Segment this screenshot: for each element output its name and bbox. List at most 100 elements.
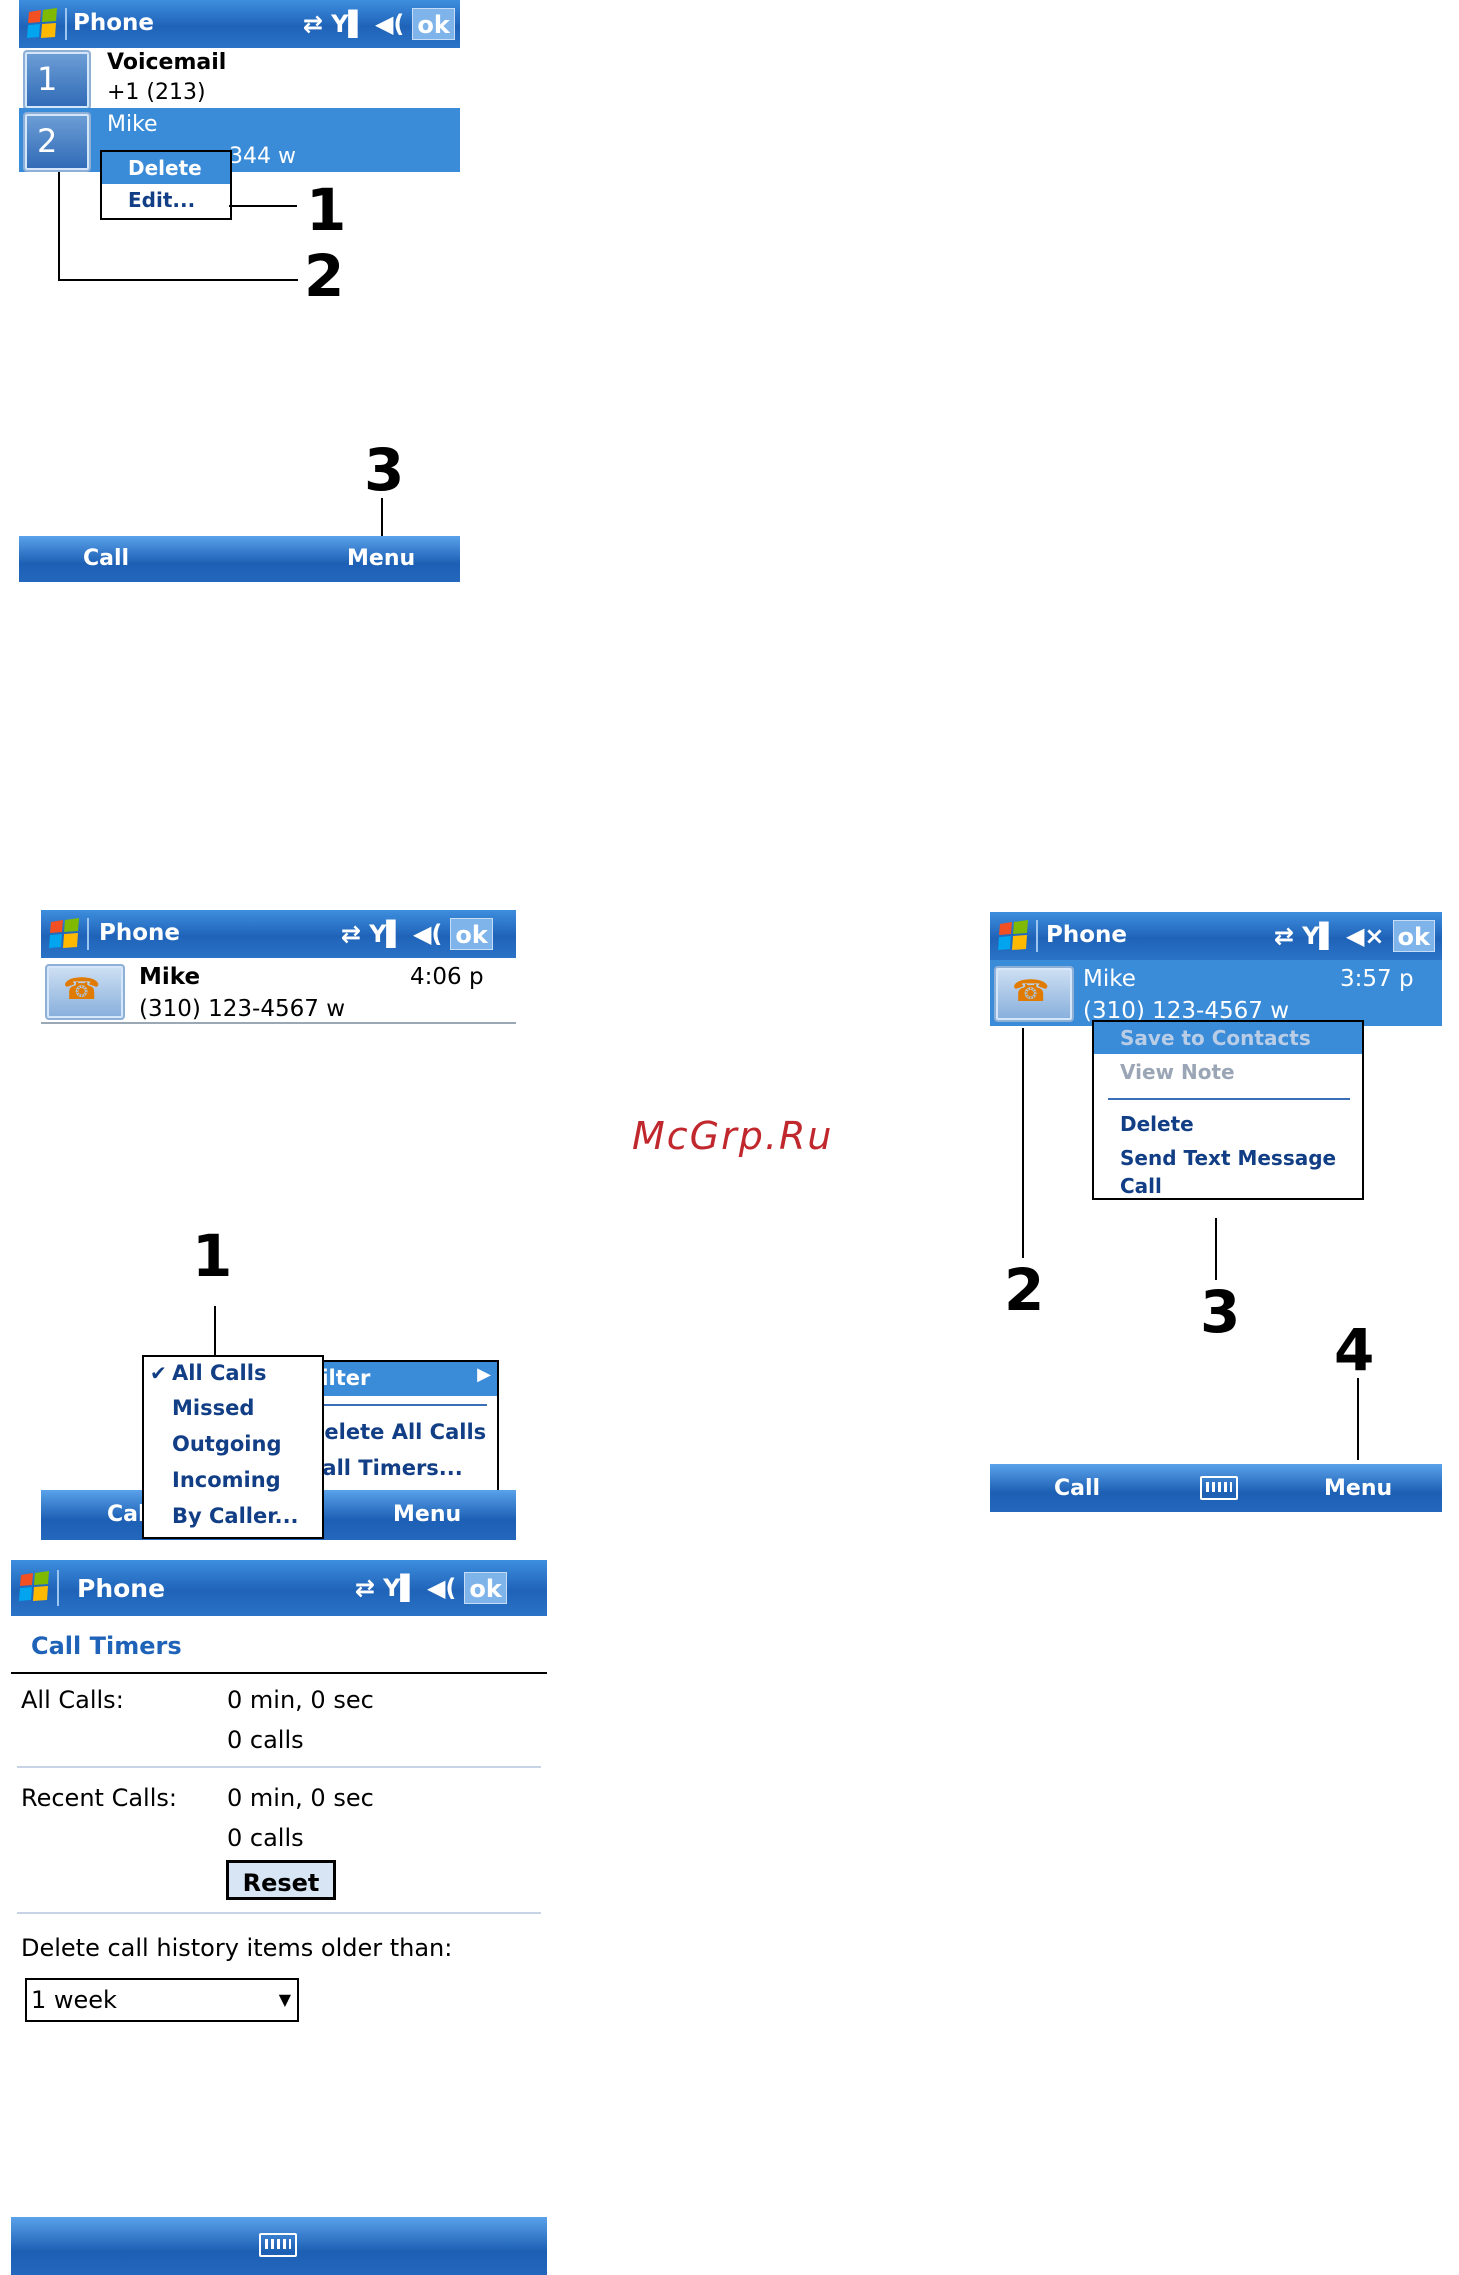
app-title: Phone [1046, 922, 1128, 948]
status-icons: ⇄ Y▌ ◀( ok [341, 918, 493, 950]
sync-icon[interactable]: ⇄ [355, 1574, 376, 1602]
dropdown-arrow-icon: ▼ [278, 1990, 291, 2009]
windows-logo-icon[interactable] [17, 1569, 53, 1605]
sync-icon[interactable]: ⇄ [1274, 922, 1295, 950]
speed-dial-name: Voicemail [107, 50, 227, 75]
filter-submenu: ✔ All Calls Missed Outgoing Incoming By … [142, 1355, 324, 1539]
phone-screen-call-log-context: Phone ⇄ Y▌ ◀× ok ☎ Mike 3:57 p (310) 123… [990, 912, 1442, 1512]
windows-logo-icon[interactable] [47, 916, 83, 952]
phone-call-icon[interactable]: ☎ [45, 964, 125, 1020]
page-heading: Call Timers [31, 1632, 182, 1660]
softkey-call[interactable]: Cal [107, 1502, 146, 1527]
callout-line [1357, 1378, 1359, 1460]
soft-key-bar [11, 2217, 547, 2275]
filter-by-caller[interactable]: By Caller... [172, 1504, 299, 1528]
softkey-menu[interactable]: Menu [393, 1502, 462, 1527]
title-separator [65, 8, 67, 40]
speaker-icon[interactable]: ◀( [374, 10, 405, 38]
speed-dial-row-1[interactable]: 1 Voicemail +1 (213) [19, 48, 460, 110]
speed-dial-name: Mike [107, 112, 158, 137]
signal-icon[interactable]: Y▌ [369, 920, 405, 948]
call-time: 4:06 p [410, 964, 484, 990]
status-icons: ⇄ Y▌ ◀( ok [355, 1572, 507, 1604]
callout-number: 2 [1004, 1256, 1045, 1324]
ok-button[interactable]: ok [1392, 920, 1435, 952]
signal-icon[interactable]: Y▌ [1302, 922, 1338, 950]
soft-key-bar: Call Menu [19, 536, 460, 582]
menu-item-call[interactable]: Call [1120, 1174, 1162, 1198]
keyboard-icon[interactable] [259, 2233, 297, 2257]
callout-line [214, 1306, 216, 1356]
callout-number: 3 [364, 436, 405, 504]
title-bar: Phone ⇄ Y▌ ◀( ok [41, 910, 516, 958]
speed-dial-row-2[interactable]: 2 Mike 344 w [19, 108, 460, 172]
sync-icon[interactable]: ⇄ [341, 920, 362, 948]
section-divider [17, 1766, 541, 1768]
app-title: Phone [77, 1574, 166, 1603]
callout-line [1215, 1218, 1217, 1280]
speaker-icon[interactable]: ◀( [426, 1574, 457, 1602]
filter-missed[interactable]: Missed [172, 1396, 255, 1420]
menu-item-view-note[interactable]: View Note [1120, 1060, 1235, 1084]
call-time: 3:57 p [1340, 966, 1414, 992]
menu-item-send-text-message[interactable]: Send Text Message [1120, 1146, 1337, 1170]
filter-all-calls[interactable]: All Calls [172, 1361, 267, 1385]
callout-number: 4 [1334, 1316, 1375, 1384]
menu-item-call-timers[interactable]: Call Timers... [307, 1456, 463, 1480]
windows-logo-icon[interactable] [996, 918, 1032, 954]
signal-icon[interactable]: Y▌ [331, 10, 367, 38]
context-menu: Save to Contacts View Note Delete Send T… [1092, 1020, 1364, 1200]
recent-calls-label: Recent Calls: [21, 1784, 177, 1812]
filter-incoming[interactable]: Incoming [172, 1468, 281, 1492]
call-log-row[interactable]: ☎ Mike 3:57 p (310) 123-4567 w [990, 960, 1442, 1026]
speed-dial-button-2[interactable]: 2 [23, 112, 91, 172]
menu-item-filter[interactable]: Filter [307, 1362, 497, 1396]
softkey-call[interactable]: Call [1054, 1476, 1101, 1501]
speaker-icon[interactable]: ◀( [412, 920, 443, 948]
all-calls-count: 0 calls [227, 1726, 304, 1754]
sync-icon[interactable]: ⇄ [303, 10, 324, 38]
ok-button[interactable]: ok [450, 918, 493, 950]
submenu-arrow-icon: ▶ [477, 1364, 491, 1385]
menu-item-delete[interactable]: Delete [102, 152, 230, 184]
menu-item-edit[interactable]: Edit... [128, 188, 196, 212]
phone-screen-call-timers: Phone ⇄ Y▌ ◀( ok Call Timers All Calls: … [11, 1560, 547, 2275]
title-bar: Phone ⇄ Y▌ ◀( ok [11, 1560, 547, 1616]
softkey-menu[interactable]: Menu [1324, 1476, 1393, 1501]
callout-number: 2 [304, 242, 345, 310]
title-bar: Phone ⇄ Y▌ ◀( ok [19, 0, 460, 48]
filter-outgoing[interactable]: Outgoing [172, 1432, 282, 1456]
section-divider [17, 1912, 541, 1914]
recent-calls-count: 0 calls [227, 1824, 304, 1852]
keyboard-icon[interactable] [1200, 1476, 1238, 1500]
recent-calls-time: 0 min, 0 sec [227, 1784, 374, 1812]
softkey-call[interactable]: Call [83, 546, 130, 571]
contact-name: Mike [1083, 966, 1136, 992]
ok-button[interactable]: ok [412, 8, 455, 40]
history-age-select[interactable]: 1 week ▼ [25, 1978, 299, 2022]
menu-item-save-to-contacts[interactable]: Save to Contacts [1094, 1022, 1362, 1054]
ok-button[interactable]: ok [464, 1572, 507, 1604]
speed-dial-detail: 344 w [229, 144, 296, 169]
callout-line [58, 172, 60, 280]
title-separator [87, 918, 89, 950]
phone-call-icon[interactable]: ☎ [994, 966, 1074, 1022]
speaker-mute-icon[interactable]: ◀× [1345, 922, 1385, 950]
history-age-value: 1 week [31, 1986, 117, 2014]
windows-logo-icon[interactable] [25, 6, 61, 42]
reset-button[interactable]: Reset [226, 1860, 336, 1900]
callout-line [1022, 1028, 1024, 1258]
call-log-row[interactable]: ☎ Mike 4:06 p (310) 123-4567 w [41, 958, 516, 1024]
contact-number: (310) 123-4567 w [139, 996, 346, 1022]
title-separator [1036, 920, 1038, 952]
all-calls-label: All Calls: [21, 1686, 124, 1714]
speed-dial-button-1[interactable]: 1 [23, 50, 91, 110]
speed-dial-detail: +1 (213) [107, 80, 206, 105]
status-icons: ⇄ Y▌ ◀× ok [1274, 920, 1435, 952]
softkey-menu[interactable]: Menu [347, 546, 416, 571]
callout-line [229, 205, 297, 207]
menu-item-delete-all-calls[interactable]: Delete All Calls [307, 1420, 487, 1444]
menu-item-delete[interactable]: Delete [1120, 1112, 1194, 1136]
signal-icon[interactable]: Y▌ [383, 1574, 419, 1602]
phone-screen-speed-dial: Phone ⇄ Y▌ ◀( ok 1 Voicemail +1 (213) 2 … [19, 0, 460, 584]
